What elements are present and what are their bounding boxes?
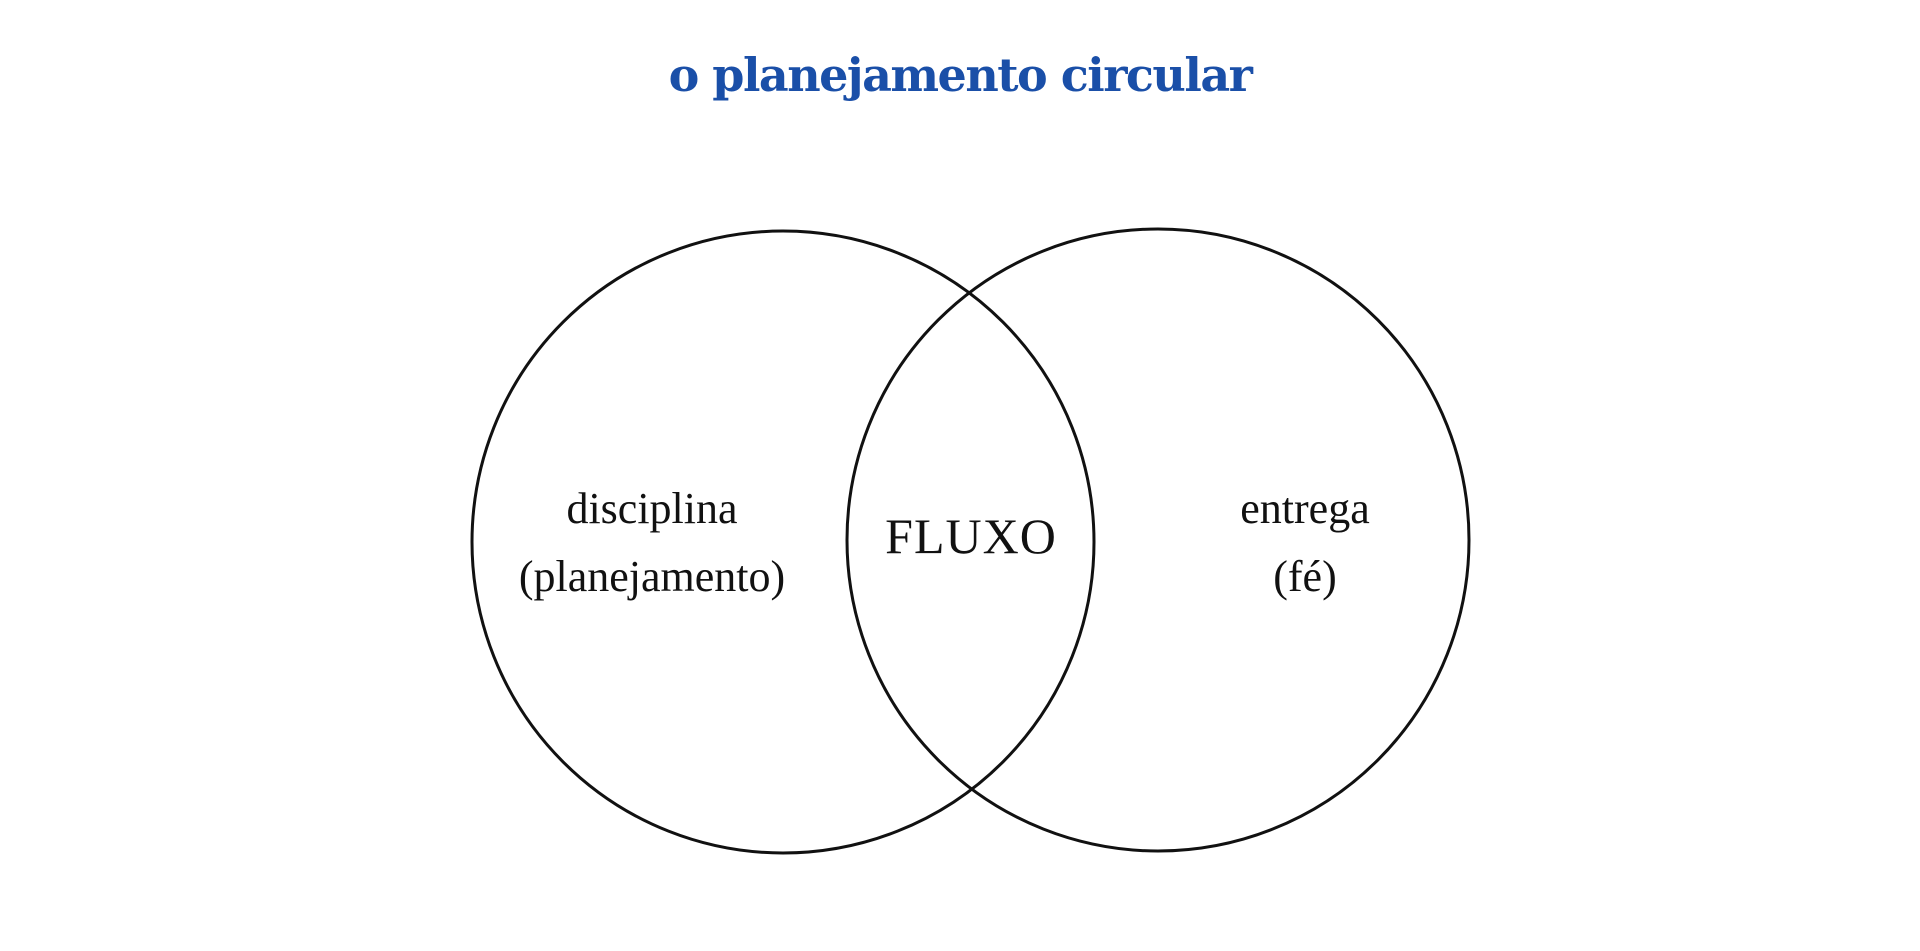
right-label-line2: (fé) bbox=[1273, 552, 1337, 601]
right-label-line1: entrega bbox=[1240, 484, 1369, 533]
intersection-label: FLUXO bbox=[885, 508, 1057, 564]
right-circle bbox=[845, 227, 1471, 853]
left-circle bbox=[470, 229, 1096, 855]
left-label-line1: disciplina bbox=[566, 484, 737, 533]
page-title: o planejamento circular bbox=[668, 48, 1253, 102]
left-label-line2: (planejamento) bbox=[519, 552, 785, 601]
